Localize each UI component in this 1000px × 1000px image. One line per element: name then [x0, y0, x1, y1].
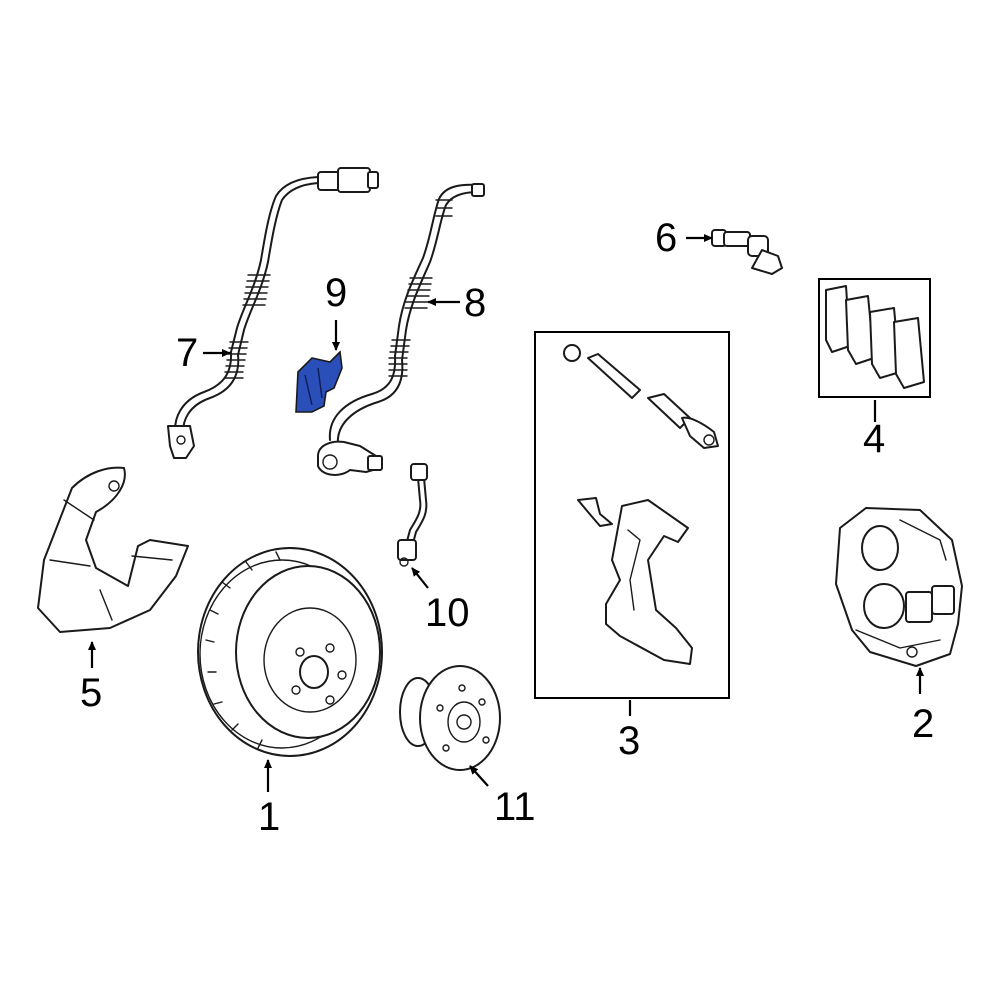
arrow-11 [469, 765, 489, 787]
wheel-hub[interactable] [399, 665, 501, 771]
abs-sensor-wire-left[interactable] [167, 167, 379, 459]
brake-caliper[interactable] [835, 507, 963, 667]
brake-pads[interactable] [825, 285, 925, 389]
brake-pad-wear-sensor[interactable] [397, 463, 428, 567]
abs-sensor-wire-right[interactable] [317, 183, 485, 476]
callout-9: 9 [325, 271, 347, 315]
callout-numbers: 7 8 9 6 4 5 1 10 11 3 2 [80, 216, 934, 839]
brake-pads-box [818, 278, 931, 398]
callout-2: 2 [912, 702, 934, 746]
callout-5: 5 [80, 671, 102, 715]
callout-3: 3 [618, 719, 640, 763]
callout-11: 11 [494, 785, 536, 829]
callout-7: 7 [176, 331, 198, 375]
arrow-10 [411, 567, 429, 589]
splash-shield[interactable] [37, 466, 189, 633]
callout-10: 10 [425, 591, 470, 635]
sensor-bolt[interactable] [711, 229, 783, 275]
callout-6: 6 [655, 216, 677, 260]
callout-1: 1 [258, 795, 280, 839]
caliper-bracket-kit-box [534, 331, 730, 699]
callout-8: 8 [464, 281, 486, 325]
leader-arrows [88, 234, 924, 792]
callout-4: 4 [863, 417, 885, 461]
brake-rotor[interactable] [197, 547, 383, 757]
caliper-guide-pins[interactable] [563, 344, 719, 449]
sensor-bracket-highlighted[interactable] [295, 350, 343, 413]
caliper-bracket[interactable] [577, 497, 693, 665]
